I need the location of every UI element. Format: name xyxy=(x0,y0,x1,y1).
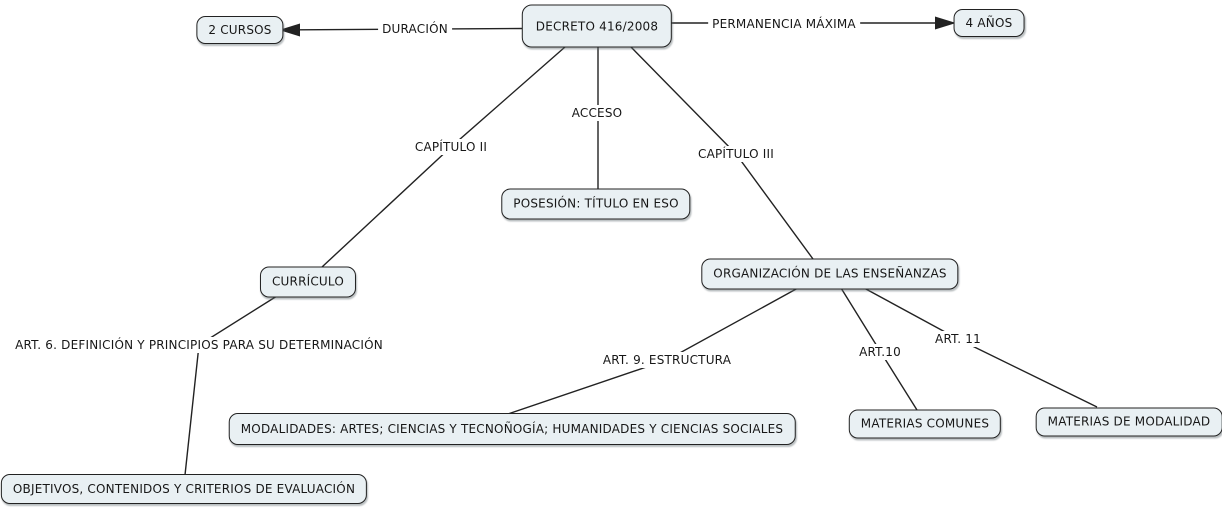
edge-label-art-10[interactable]: ART.10 xyxy=(855,343,905,360)
edge-label-art-9[interactable]: ART. 9. ESTRUCTURA xyxy=(598,352,736,368)
node-posesion-titulo-eso[interactable]: POSESIÓN: TÍTULO EN ESO xyxy=(501,188,691,219)
node-materias-de-modalidad[interactable]: MATERIAS DE MODALIDAD xyxy=(1035,407,1222,436)
node-curriculo[interactable]: CURRÍCULO xyxy=(259,266,357,297)
arrowhead-left-icon xyxy=(279,23,300,37)
node-decreto-416-2008[interactable]: DECRETO 416/2008 xyxy=(521,4,673,48)
edge-label-permanencia-maxima[interactable]: PERMANENCIA MÁXIMA xyxy=(708,15,860,32)
edge-label-art-6[interactable]: ART. 6. DEFINICIÓN Y PRINCIPIOS PARA SU … xyxy=(11,337,387,353)
edge-label-art-11[interactable]: ART. 11 xyxy=(931,331,985,347)
edge-capitulo-ii xyxy=(321,46,566,268)
edge-label-duracion[interactable]: DURACIÓN xyxy=(378,21,452,37)
edge-art6 xyxy=(184,295,278,476)
node-materias-comunes[interactable]: MATERIAS COMUNES xyxy=(848,409,1002,438)
node-objetivos-contenidos[interactable]: OBJETIVOS, CONTENIDOS Y CRITERIOS DE EVA… xyxy=(0,474,368,504)
node-4-anos[interactable]: 4 AÑOS xyxy=(953,9,1025,37)
edge-label-capitulo-ii[interactable]: CAPÍTULO II xyxy=(410,138,492,155)
arrowhead-right-icon xyxy=(935,16,956,30)
edge-art9 xyxy=(507,287,799,415)
node-organizacion-ensenanzas[interactable]: ORGANIZACIÓN DE LAS ENSEÑANZAS xyxy=(701,258,959,289)
edge-label-capitulo-iii[interactable]: CAPÍTULO III xyxy=(693,146,779,162)
node-modalidades[interactable]: MODALIDADES: ARTES; CIENCIAS Y TECNOÑOGÍ… xyxy=(228,413,796,445)
edge-label-acceso[interactable]: ACCESO xyxy=(567,105,627,121)
node-2-cursos[interactable]: 2 CURSOS xyxy=(196,15,284,44)
